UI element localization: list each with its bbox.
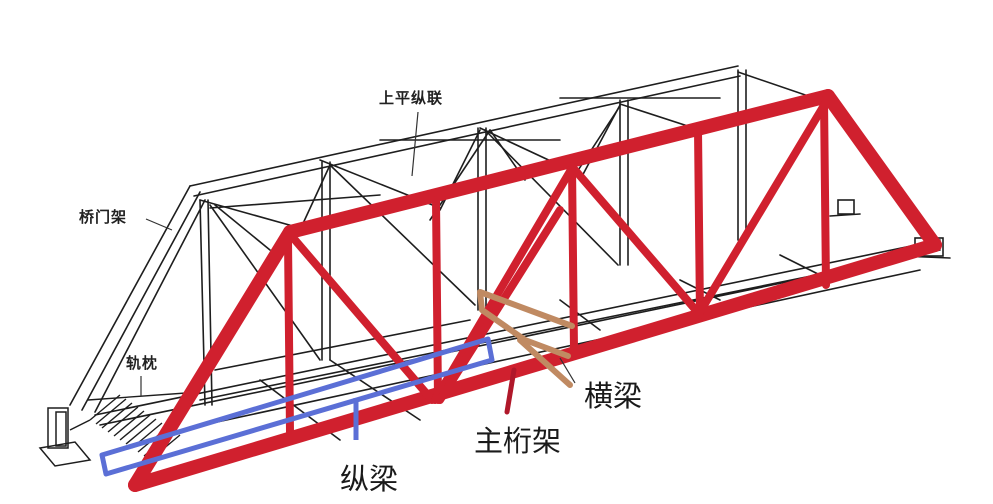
main-truss-highlight — [128, 89, 942, 492]
label-portal-frame: 桥门架 — [79, 208, 128, 226]
leader-lines — [140, 111, 576, 396]
label-sleepers: 轨枕 — [126, 354, 159, 372]
label-floor-beam: 横梁 — [584, 379, 643, 413]
floor-beam-highlight — [477, 289, 575, 388]
left-bearing-drawing — [38, 407, 92, 467]
main-truss-leader — [504, 367, 517, 415]
stringer-highlight — [99, 336, 495, 477]
label-top-lateral-bracing: 上平纵联 — [379, 89, 444, 107]
label-main-truss: 主桁架 — [474, 424, 562, 458]
label-stringer: 纵梁 — [340, 462, 399, 496]
